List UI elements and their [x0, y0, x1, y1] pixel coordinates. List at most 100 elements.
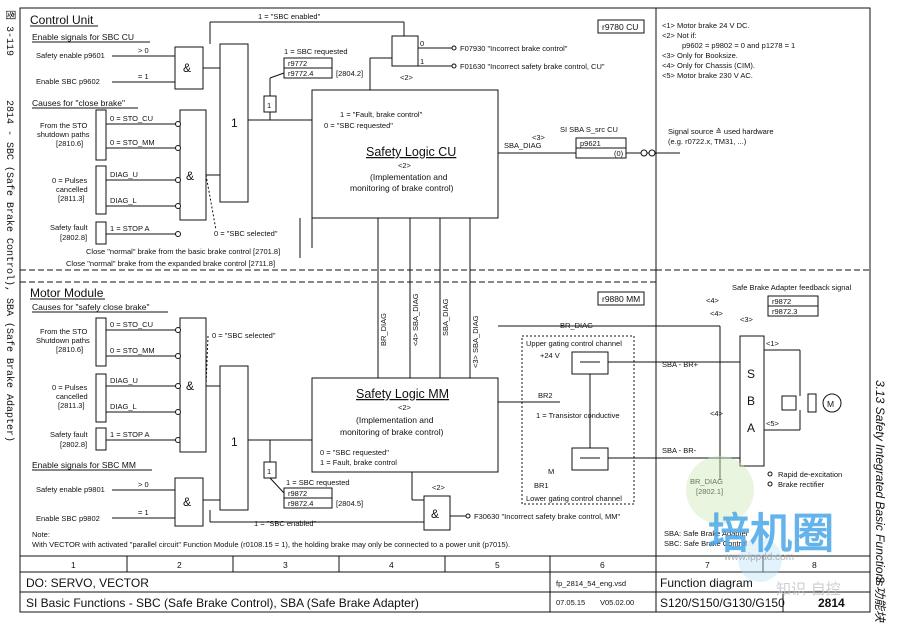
- upper-transistor: [571, 351, 609, 375]
- figure-caption: 2814 - SBC (Safe Brake Control), SBA (Sa…: [3, 100, 15, 442]
- svg-text:shutdown paths: shutdown paths: [37, 130, 90, 139]
- svg-text:<2> Not if:: <2> Not if:: [662, 31, 697, 40]
- cu-causes-header: Causes for "close brake": [32, 98, 125, 108]
- figure-number: 图 3-119: [3, 10, 16, 56]
- svg-text:SBA_DIAG: SBA_DIAG: [441, 298, 450, 336]
- svg-text:DIAG_L: DIAG_L: [110, 402, 137, 411]
- safety-logic-cu: [311, 89, 499, 219]
- svg-text:monitoring of brake control): monitoring of brake control): [350, 183, 454, 193]
- svg-text:0 = Pulses: 0 = Pulses: [52, 383, 87, 392]
- svg-text:<2>: <2>: [398, 161, 412, 170]
- watermark-url: www.ippdd.com: [723, 552, 794, 563]
- svg-text:= 1: = 1: [138, 72, 149, 81]
- svg-text:cancelled: cancelled: [56, 392, 88, 401]
- svg-text:> 0: > 0: [138, 46, 149, 55]
- svg-text:Causes for "safely close brake: Causes for "safely close brake": [32, 302, 150, 312]
- safety-logic-mm-title: Safety Logic MM: [356, 387, 449, 401]
- mm-and-enable: [174, 477, 204, 527]
- svg-text:8: 8: [812, 560, 817, 570]
- svg-text:SBA_DIAG: SBA_DIAG: [504, 141, 542, 150]
- svg-text:[2802.8]: [2802.8]: [60, 440, 87, 449]
- svg-text:<3> Only for Booksize.: <3> Only for Booksize.: [662, 51, 738, 60]
- cu-ref: r9780 CU: [602, 22, 638, 32]
- svg-text:B: B: [747, 394, 755, 408]
- svg-text:1: 1: [71, 560, 76, 570]
- mm-and-fault: [423, 495, 451, 531]
- svg-text:M: M: [827, 399, 834, 409]
- svg-text:BR2: BR2: [538, 391, 553, 400]
- cu-and-enable: [174, 46, 204, 90]
- svg-text:Upper gating control channel: Upper gating control channel: [526, 339, 622, 348]
- svg-text:1 = "SBC enabled": 1 = "SBC enabled": [254, 519, 317, 528]
- svg-text:BR1: BR1: [534, 481, 549, 490]
- cu-enable-header: Enable signals for SBC CU: [32, 32, 134, 42]
- svg-text:Brake rectifier: Brake rectifier: [778, 480, 825, 489]
- svg-text:0 = "SBC requested": 0 = "SBC requested": [320, 448, 389, 457]
- outer-frame: [19, 7, 871, 613]
- svg-text:r9872: r9872: [772, 297, 791, 306]
- svg-text:Safety enable p9801: Safety enable p9801: [36, 485, 105, 494]
- footer-kind: Function diagram: [660, 576, 753, 590]
- svg-text:Rapid de-excitation: Rapid de-excitation: [778, 470, 842, 479]
- svg-text:1: 1: [231, 116, 238, 130]
- svg-text:<2>: <2>: [398, 403, 412, 412]
- svg-text:1 = SBC requested: 1 = SBC requested: [284, 47, 348, 56]
- svg-text:BR_DIAG: BR_DIAG: [379, 313, 388, 346]
- svg-text:SBC: Safe Brake Control: SBC: Safe Brake Control: [664, 539, 747, 548]
- svg-text:Close "normal" brake from the: Close "normal" brake from the basic brak…: [86, 247, 280, 256]
- svg-text:1 = STOP A: 1 = STOP A: [110, 430, 150, 439]
- svg-text:[2810.6]: [2810.6]: [56, 345, 83, 354]
- lower-transistor: [571, 447, 609, 471]
- cu-switch: [391, 35, 419, 67]
- svg-text:0 = STO_CU: 0 = STO_CU: [110, 114, 153, 123]
- svg-text:cancelled: cancelled: [56, 185, 88, 194]
- svg-text:SBA: Safe Brake Adapter: SBA: Safe Brake Adapter: [664, 529, 749, 538]
- svg-text:BR_DIAG: BR_DIAG: [560, 321, 593, 330]
- svg-text:SI SBA S_src CU: SI SBA S_src CU: [560, 125, 618, 134]
- svg-text:<4>: <4>: [710, 409, 724, 418]
- svg-text:[2802.8]: [2802.8]: [60, 233, 87, 242]
- svg-text:Shutdown paths: Shutdown paths: [36, 336, 90, 345]
- svg-text:<5>: <5>: [766, 419, 780, 428]
- mm-or-gate: [219, 365, 249, 511]
- footer-product: S120/S150/G130/G150: [660, 596, 785, 610]
- svg-text:1 = Transistor conductive: 1 = Transistor conductive: [536, 411, 620, 420]
- svg-text:0 = STO_CU: 0 = STO_CU: [110, 320, 153, 329]
- section-title: 3.13 Safety Integrated Basic Functions: [873, 380, 887, 586]
- mm-ref: r9880 MM: [602, 294, 640, 304]
- svg-text:+24 V: +24 V: [540, 351, 560, 360]
- svg-text:BR_DIAG: BR_DIAG: [690, 477, 723, 486]
- svg-text:Enable SBC p9802: Enable SBC p9802: [36, 514, 100, 523]
- svg-text:1 = "SBC enabled": 1 = "SBC enabled": [258, 12, 321, 21]
- svg-text:<3>: <3>: [532, 133, 546, 142]
- svg-text:p9621: p9621: [580, 139, 601, 148]
- svg-text:(Implementation and: (Implementation and: [370, 172, 448, 182]
- safety-logic-cu-title: Safety Logic CU: [366, 145, 456, 159]
- mm-title: Motor Module: [30, 286, 104, 300]
- svg-text:[2804.2]: [2804.2]: [336, 69, 363, 78]
- svg-text:(e.g. r0722.x, TM31, ...): (e.g. r0722.x, TM31, ...): [668, 137, 747, 146]
- svg-text:r9772.4: r9772.4: [288, 69, 313, 78]
- svg-text:DIAG_L: DIAG_L: [110, 196, 137, 205]
- svg-text:Safety fault: Safety fault: [50, 430, 88, 439]
- fault-f07930: F07930 "Incorrect brake control": [460, 44, 568, 53]
- svg-text:<5> Motor brake 230 V AC.: <5> Motor brake 230 V AC.: [662, 71, 753, 80]
- svg-text:DIAG_U: DIAG_U: [110, 376, 138, 385]
- watermark-brand: 培机圈: [708, 509, 834, 558]
- cu-enable-sbc: Enable SBC p9602: [36, 77, 100, 86]
- svg-text:1 = STOP A: 1 = STOP A: [110, 224, 150, 233]
- svg-text:0 = "SBC requested": 0 = "SBC requested": [324, 121, 393, 130]
- svg-text:<3>: <3>: [740, 315, 754, 324]
- svg-text:7: 7: [705, 560, 710, 570]
- side-caption-left: 图 3-119 2814 - SBC (Safe Brake Control),…: [3, 10, 16, 442]
- svg-text:p9602 = p9802 = 0 and p1278 =: p9602 = p9802 = 0 and p1278 = 1: [682, 41, 795, 50]
- svg-text:0 = STO_MM: 0 = STO_MM: [110, 138, 155, 147]
- brake-coil: [781, 395, 797, 411]
- svg-text:&: &: [431, 507, 439, 521]
- svg-text:M: M: [548, 467, 554, 476]
- vector-note: With VECTOR with activated "parallel cir…: [32, 540, 510, 549]
- svg-text:0: 0: [420, 39, 424, 48]
- svg-text:1: 1: [420, 57, 424, 66]
- svg-text:Safety fault: Safety fault: [50, 223, 88, 232]
- svg-text:0 = "SBC selected": 0 = "SBC selected": [212, 331, 276, 340]
